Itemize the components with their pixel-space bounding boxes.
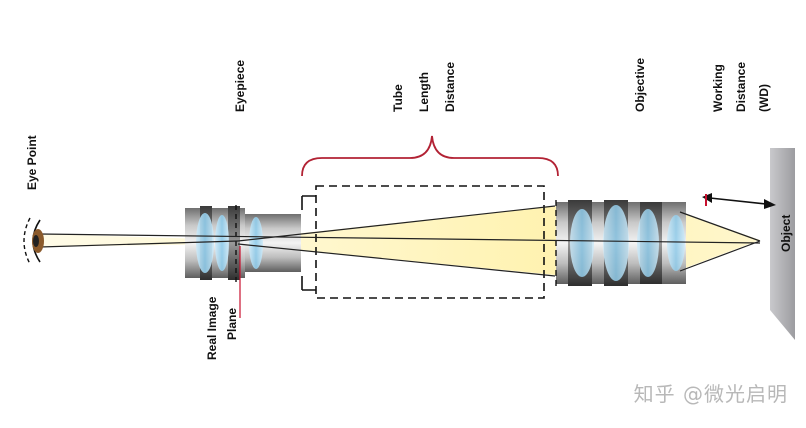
label-tube-line-1: Tube	[391, 84, 405, 112]
objective-lens-3	[637, 209, 659, 277]
objective-lens-4	[667, 215, 685, 271]
ray-upper	[39, 233, 761, 244]
objective-assembly	[555, 200, 686, 286]
objective-lens-1	[570, 209, 594, 277]
label-wd-line-2: Distance	[734, 62, 748, 112]
objective-lens-2	[603, 205, 629, 281]
eyepiece-lens-1	[196, 213, 214, 273]
eye-icon	[23, 217, 44, 265]
tube-length-box	[315, 185, 545, 299]
eyepiece-lens-2	[215, 215, 229, 271]
label-object: Object	[779, 215, 793, 252]
eyepiece-lens-3	[249, 217, 263, 269]
label-wd-line-1: Working	[711, 64, 725, 112]
object-plane	[770, 148, 795, 340]
label-eyepiece: Eyepiece	[233, 60, 247, 112]
label-tube-line-2: Length	[417, 72, 431, 112]
label-tube-line-3: Distance	[443, 62, 457, 112]
watermark: 知乎 @微光启明	[633, 382, 788, 406]
label-eye-point: Eye Point	[25, 135, 39, 190]
label-real-image-line-2: Plane	[225, 308, 239, 340]
label-real-image-line-1: Real Image	[205, 296, 219, 360]
eyepiece-assembly	[185, 205, 301, 282]
tube-length-bracket	[301, 135, 559, 177]
label-objective: Objective	[633, 58, 647, 112]
ray-lower	[39, 240, 239, 248]
label-wd-line-3: (WD)	[757, 84, 771, 112]
working-distance-arrow	[702, 193, 776, 209]
